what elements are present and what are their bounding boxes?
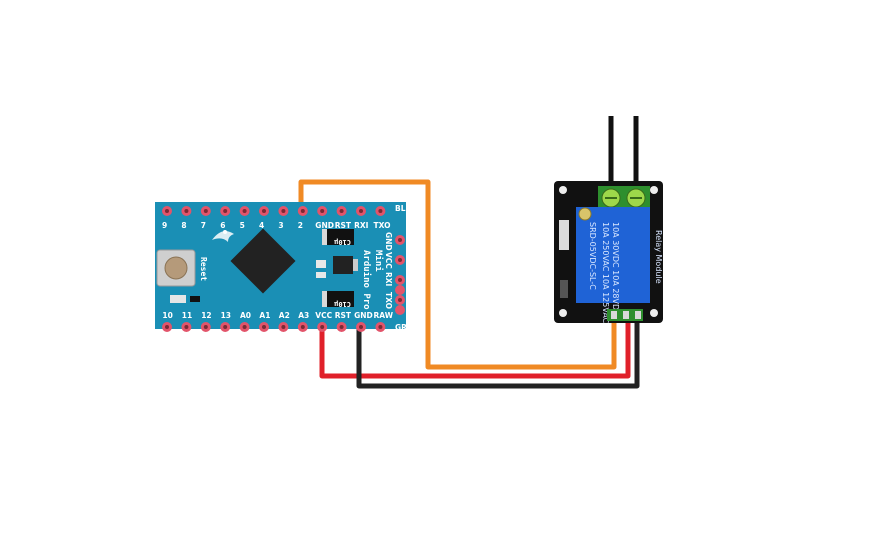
pin-bottom-hole-3 xyxy=(223,325,228,329)
relay-side-text: Relay Module xyxy=(654,230,663,284)
pin-top-label: 3 xyxy=(278,221,283,230)
pin-bottom-hole-4 xyxy=(242,325,247,329)
pin-side-hole-3 xyxy=(398,298,402,302)
reset-label: Reset xyxy=(199,257,208,281)
pin-bottom-label: 11 xyxy=(182,311,192,320)
capacitor-bottom: C10µ xyxy=(322,291,354,308)
corner-label-bottom: GRN xyxy=(395,323,413,332)
pin-top-label: 7 xyxy=(201,221,206,230)
pin-top-label: TXO xyxy=(374,221,391,230)
pin-bottom-hole-0 xyxy=(165,325,169,329)
pin-top-label: 5 xyxy=(240,221,245,230)
pin-top-hole-10 xyxy=(359,209,363,213)
relay-header-pins xyxy=(607,309,643,321)
pin-side-label: GND xyxy=(384,232,393,251)
pin-bottom-label: 13 xyxy=(221,311,231,320)
pin-bottom-label: 12 xyxy=(201,311,211,320)
reset-button xyxy=(156,249,196,287)
pin-bottom-hole-10 xyxy=(359,325,363,329)
pin-bottom-label: VCC xyxy=(315,311,332,320)
pin-side-hole-1 xyxy=(398,258,402,262)
pin-bottom-hole-1 xyxy=(184,325,189,329)
pin-top-hole-7 xyxy=(300,209,305,213)
pin-bottom-label: GND xyxy=(354,311,373,320)
capacitor-top-label: C10µ xyxy=(333,238,351,246)
capacitor-bottom-label: C10µ xyxy=(333,300,351,308)
voltage-regulator xyxy=(316,256,358,278)
pin-top-label: GND xyxy=(315,221,334,230)
pin-top-label: 2 xyxy=(298,221,303,230)
pin-bottom-hole-2 xyxy=(203,325,208,329)
pin-bottom-hole-9 xyxy=(339,325,344,329)
capacitor-top: C10µ xyxy=(322,229,354,246)
screw-terminal xyxy=(598,186,650,210)
relay-contact-line1: 10A 250VAC 10A 125VAC xyxy=(601,222,610,324)
microcontroller-chip xyxy=(230,228,296,294)
pin-side-label: TXO xyxy=(384,292,393,309)
bottom-pin-row xyxy=(162,322,386,332)
smd-led xyxy=(170,295,186,303)
wire-gnd xyxy=(356,321,640,389)
flame-logo-icon xyxy=(212,230,234,242)
relay-diode xyxy=(560,280,568,298)
pin-top-label: 9 xyxy=(162,221,167,230)
relay-module: SRD-05VDC-SL-C 10A 250VAC 10A 125VAC 10A… xyxy=(554,181,663,324)
pin-top-hole-4 xyxy=(242,209,247,213)
pin-top-hole-11 xyxy=(378,209,383,213)
pin-side-label: VCC xyxy=(384,252,393,269)
relay-transistor xyxy=(559,220,569,250)
pin-top-label: 8 xyxy=(181,221,186,230)
pin-bottom-label: A2 xyxy=(279,311,290,320)
pin-bottom-hole-8 xyxy=(320,325,325,329)
pin-bottom-label: A3 xyxy=(298,311,309,320)
pin-side-extra-1 xyxy=(395,305,405,315)
top-pin-row xyxy=(162,206,386,216)
pin-top-hole-0 xyxy=(165,209,169,213)
pin-top-label: RST xyxy=(335,221,352,230)
pin-bottom-label: A1 xyxy=(259,311,270,320)
pin-side-hole-0 xyxy=(398,238,402,242)
pin-side-hole-2 xyxy=(398,278,402,282)
relay-model-text: SRD-05VDC-SL-C xyxy=(588,222,597,290)
pin-bottom-label: RAW xyxy=(374,311,394,320)
pin-bottom-label: 10 xyxy=(162,311,172,320)
pin-top-label: RXI xyxy=(354,221,369,230)
pin-side-extra-0 xyxy=(395,285,405,295)
pin-top-hole-8 xyxy=(320,209,325,213)
pin-bottom-hole-11 xyxy=(378,325,383,329)
pin-top-hole-5 xyxy=(262,209,266,213)
pin-bottom-hole-7 xyxy=(300,325,305,329)
pin-bottom-hole-5 xyxy=(262,325,266,329)
pin-top-hole-2 xyxy=(203,209,208,213)
pin-top-hole-9 xyxy=(339,209,344,213)
pin-top-hole-1 xyxy=(184,209,189,213)
pin-top-label: 4 xyxy=(259,221,264,230)
pin-top-hole-6 xyxy=(281,209,286,213)
smd-resistor xyxy=(190,296,200,302)
wire-signal xyxy=(298,179,617,370)
pin-top-hole-3 xyxy=(223,209,228,213)
wire-vcc xyxy=(319,321,631,379)
pin-top-label: 6 xyxy=(220,221,225,230)
pin-bottom-hole-6 xyxy=(281,325,286,329)
board-name-line2: Mini xyxy=(373,250,384,272)
pin-bottom-label: A0 xyxy=(240,311,251,320)
corner-label-top: BLK xyxy=(395,204,412,213)
relay-contact-line2: 10A 30VDC 10A 28VDC xyxy=(611,222,620,316)
relay-block: SRD-05VDC-SL-C 10A 250VAC 10A 125VAC 10A… xyxy=(576,207,650,324)
pin-bottom-label: RST xyxy=(335,311,352,320)
board-name-line1: Arduino Pro xyxy=(361,250,372,310)
pin-side-label: RXI xyxy=(384,272,393,287)
